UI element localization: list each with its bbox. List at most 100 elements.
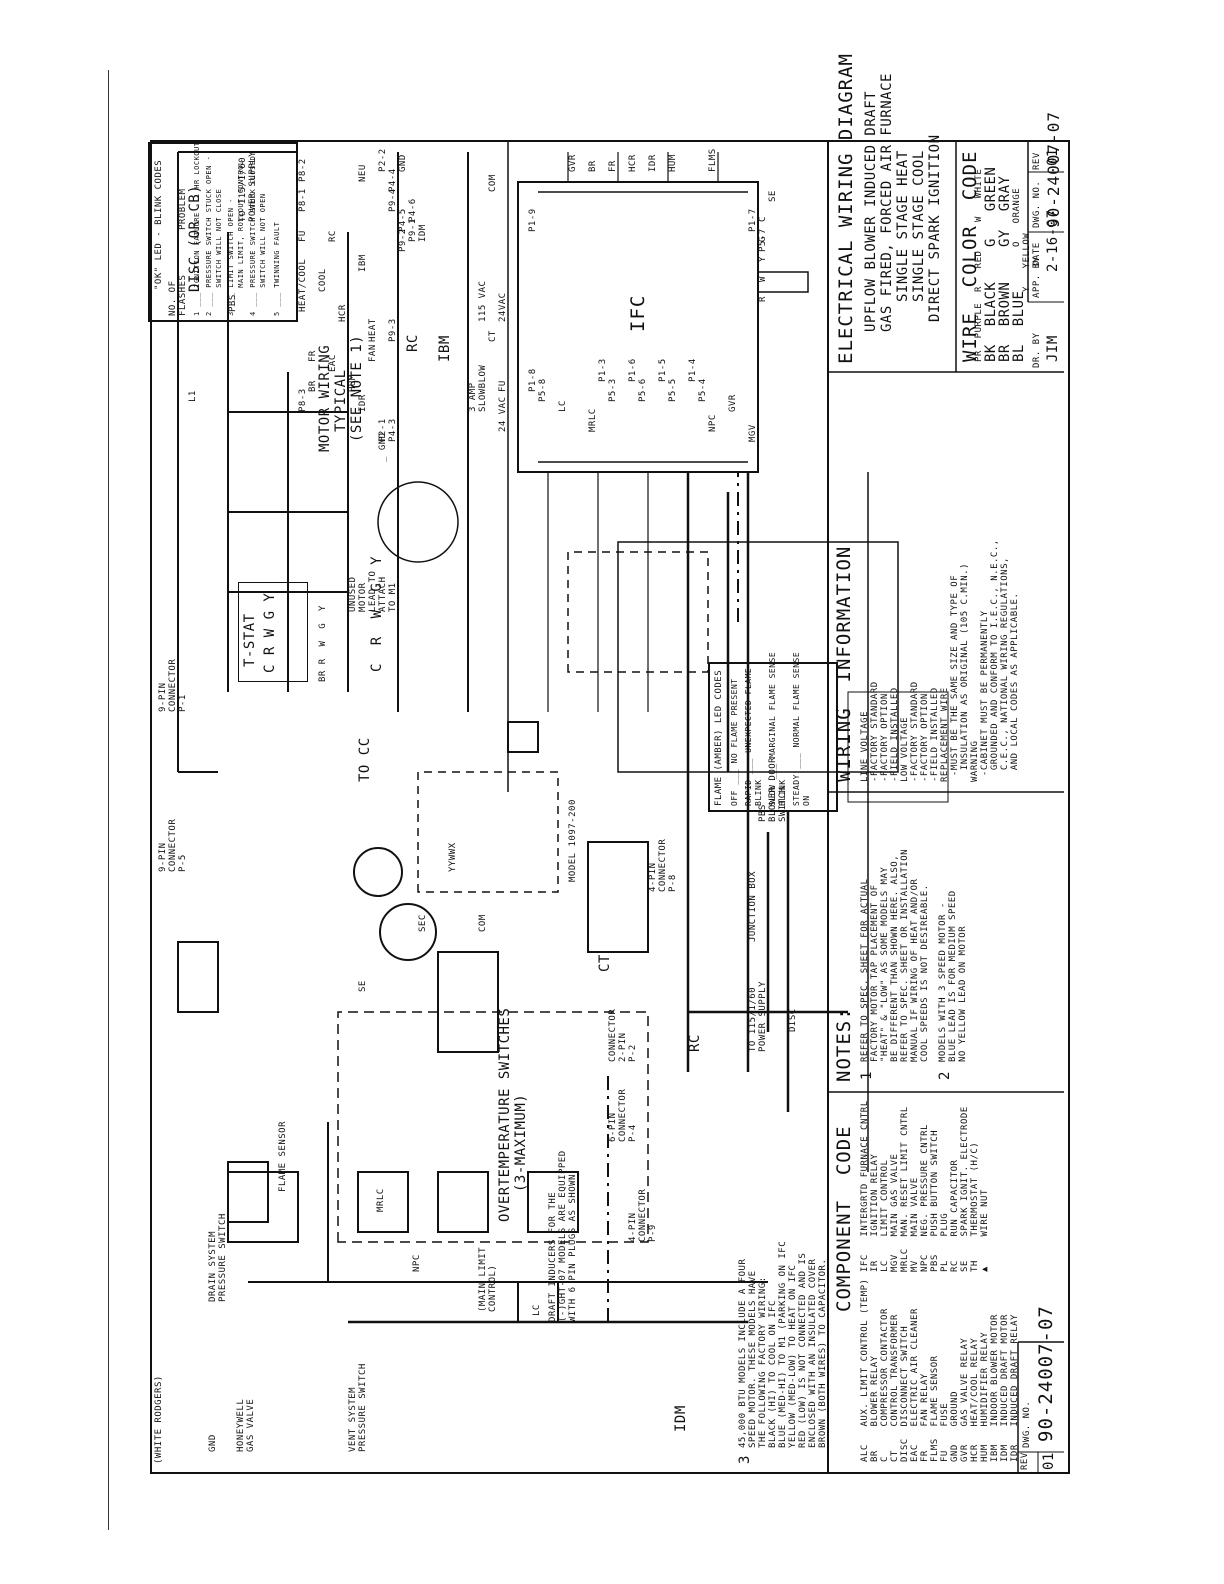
wiring-info-line: WARNING [970, 740, 980, 782]
ladder-relay: IDR [648, 154, 658, 172]
ladder-relay: FR [608, 160, 618, 172]
ok-led-row: 5 ___ TWINNING FAULT [273, 221, 281, 316]
component-code-item: PL PLUG [940, 1212, 950, 1272]
idm-label: IDM [673, 1405, 689, 1432]
note-1-line: COOL SPEEDS IS NOT DESIREABLE. [920, 884, 930, 1062]
ladder-pin: P8-1 [298, 188, 308, 212]
conn-p2-1: CONNECTOR [608, 1008, 618, 1062]
ladder-115vac: 115 VAC [478, 280, 488, 322]
ladder-mrlc: MRLC [588, 408, 598, 432]
ladder-ppin: P5-5 [668, 378, 678, 402]
ladder-com: COM [488, 174, 498, 192]
ladder-term-g: G [758, 236, 768, 242]
ladder-pin: P9-2 [398, 228, 408, 252]
ladder-ppin: P1-6 [628, 358, 638, 382]
diagram-linework [177, 142, 1064, 1472]
wire-color-item: GY GRAY [997, 175, 1013, 247]
component-code-item: FLMS FLAME SENSOR [930, 1355, 940, 1462]
tstat-terminals: C R W G Y [262, 592, 278, 673]
wire-color-item: W WHITE [974, 168, 984, 222]
wiring-info-line: -FIELD INSTALLED [930, 687, 940, 782]
component-code-item: MGV MAIN GAS VALVE [890, 1153, 900, 1272]
dwg-tag-label: DWG. NO. [1022, 1400, 1032, 1448]
ok-led-row: SWITCH WILL NOT CLOSE [215, 188, 223, 316]
wiring-diagram-sheet: ELECTRICAL WIRING DIAGRAM UPFLOW BLOWER … [148, 53, 1064, 1472]
ladder-relay: BR [588, 160, 598, 172]
rev-label: REV [1032, 152, 1042, 170]
ladder-term-r: R [758, 296, 768, 302]
ladder-pin: P8-3 [298, 388, 308, 412]
draft-inducers-2: (-)GHT-07 MODELS ARE EQUIPPED [558, 1150, 568, 1322]
wiring-info-line: -MUST BE THE SAME SIZE AND TYPE OF [950, 574, 960, 782]
power-supply-2: POWER SUPPLY [758, 980, 768, 1052]
ladder-fu: FU [298, 230, 308, 242]
ladder-ppin: P1-5 [658, 358, 668, 382]
ladder-cool: COOL [318, 268, 328, 292]
component-code-item: FU FUSE [940, 1402, 950, 1462]
conn-p8-1: 4-PIN [648, 862, 658, 892]
ladder-fuse-1: 3 AMP [468, 382, 478, 412]
dwg-no: 90-24007-07 [1044, 111, 1063, 228]
margin-rule [108, 70, 109, 1530]
component-code-item: TH THERMOSTAT (H/C) [970, 1141, 980, 1272]
conn-p4-2: CONNECTOR [618, 1088, 628, 1142]
disc-label: DISC [788, 1008, 798, 1032]
motor-rc-label: RC [405, 334, 421, 352]
conn-p8-3: P-8 [668, 874, 678, 892]
ladder-ppin: P5-3 [608, 378, 618, 402]
unused-lead-1: UNUSED [348, 576, 358, 612]
note-1-line: BE DIFFERENT THAN SHOWN HERE. ALSO, [890, 854, 900, 1062]
wiring-info-line: LINE VOLTAGE [860, 710, 870, 782]
dr-by: JIM [1045, 335, 1061, 362]
main-limit-label-1: (MAIN LIMIT [478, 1246, 488, 1312]
conn-p2-2: 2-PIN [618, 1032, 628, 1062]
se-label: SE [358, 980, 368, 992]
ladder-pin: P9-4 [388, 188, 398, 212]
motor-wiring-typical: TYPICAL [333, 369, 349, 432]
component-code-item: CT CONTROL TRANSFORMER [890, 1314, 900, 1462]
title-block-title: ELECTRICAL WIRING DIAGRAM [835, 53, 857, 364]
ladder-term-w: W [758, 276, 768, 282]
flame-led-row: OFF ___ NO FLAME PRESENT [730, 678, 739, 806]
note-3-line: BLACK (HI) TO COOL ON IFC [768, 1300, 778, 1448]
title-block-desc-1: UPFLOW BLOWER INDUCED DRAFT [863, 90, 879, 332]
flame-led-row: ON [802, 795, 811, 806]
honeywell-label-2: GAS VALVE [246, 1398, 256, 1452]
conn-p4-1: 6-PIN [608, 1112, 618, 1142]
note-1-number: 1 [859, 1071, 875, 1080]
ladder-heat-cool: HEAT/COOL [298, 258, 308, 312]
ladder-pbs: PBS [228, 294, 238, 312]
drain-switch-label-2: PRESSURE SWITCH [218, 1213, 228, 1302]
ladder-fu24: FU [498, 380, 508, 392]
ladder-se: SE [768, 190, 778, 202]
draft-inducers-1: DRAFT INDUCERS FOR THE [548, 1191, 558, 1322]
vent-switch-label-1: VENT SYSTEM [348, 1386, 358, 1452]
motor-ibm-label: IBM [437, 335, 453, 362]
note-2-line: BLUE LEAD IS FOR MEDIUM SPEED [948, 890, 958, 1062]
ladder-24vac: 24VAC [498, 292, 508, 322]
dwg-tag-rev-label: REV [1020, 1452, 1030, 1470]
ladder-ppin: P5-6 [638, 378, 648, 402]
wiring-info-line: -FACTORY STANDARD [910, 681, 920, 782]
component-code-item: MV MAIN VALVE [910, 1177, 920, 1272]
wiring-info-line: LOW VOLTAGE [900, 716, 910, 782]
drain-switch-label-1: DRAIN SYSTEM [208, 1230, 218, 1302]
ladder-ppin: P1-4 [688, 358, 698, 382]
conn-p1-3: P-1 [178, 694, 188, 712]
ladder-ifc: IFC [627, 294, 649, 332]
flame-led-row: STEADY ___ NORMAL FLAME SENSE [792, 651, 801, 806]
conn-p5-2: CONNECTOR [168, 818, 178, 872]
ladder-fuse-2: SLOWBLOW [478, 364, 488, 412]
ladder-mgv: MGV [748, 424, 758, 442]
ladder-ppin: P5-8 [538, 378, 548, 402]
drawing-border [150, 140, 1070, 1474]
note-3-line: 45,000 BTU MODELS INCLUDE A FOUR [738, 1258, 748, 1448]
flame-led-row: BLINK [754, 779, 763, 806]
wire-color-item: R RED [974, 250, 984, 292]
ladder-rc: RC [328, 230, 338, 242]
sec-label: SEC [418, 914, 428, 932]
ladder-ppin: P1-9 [528, 208, 538, 232]
wire-color-item: O ORANGE [1012, 187, 1022, 247]
note-3-line: BROWN (BOTH WIRES) TO CAPACITOR. [818, 1258, 828, 1448]
note-2-number: 2 [937, 1071, 953, 1080]
